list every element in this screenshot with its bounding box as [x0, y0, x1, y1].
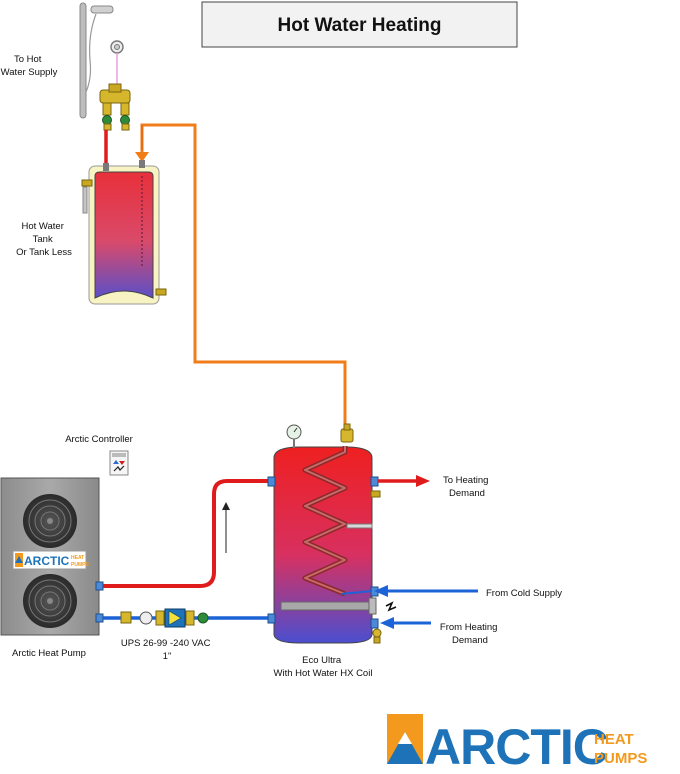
page-title: Hot Water Heating [278, 15, 442, 36]
to-hot-water-supply-label: To Hot Water Supply [1, 54, 58, 78]
transfer-pipe-arrow-icon [135, 152, 149, 162]
hot-water-tank [81, 160, 167, 305]
eco-ultra-label: Eco Ultra With Hot Water HX Coil [274, 655, 373, 679]
hx-transfer-pipe [140, 123, 347, 440]
heat-pump-badge-pumps: PUMPS [71, 562, 89, 568]
arctic-heat-pumps-logo [387, 714, 423, 764]
arctic-controller-label: Arctic Controller [65, 434, 133, 445]
circulation-pump-icon [120, 608, 209, 628]
hot-water-tank-label: Hot Water Tank Or Tank Less [16, 221, 72, 258]
from-cold-supply-label: From Cold Supply [486, 588, 562, 599]
flow-direction-arrow-icon [222, 502, 230, 553]
logo-main-text: ARCTIC [425, 719, 608, 774]
pump-label: UPS 26-99 -240 VAC 1" [121, 638, 213, 662]
logo-pumps-text: PUMPS [594, 750, 647, 767]
arctic-heat-pump [0, 477, 104, 636]
shower-icon [79, 2, 124, 119]
from-heating-demand-arrow [380, 617, 431, 629]
from-heating-demand-label: From Heating Demand [440, 622, 500, 646]
logo-heat-text: HEAT [594, 731, 634, 748]
mixing-valve-icon [99, 83, 131, 131]
heat-pump-badge-heat: HEAT [71, 555, 84, 561]
to-heating-demand-arrow [378, 475, 430, 487]
heat-pump-flow-pipe [103, 479, 272, 588]
to-heating-demand-label: To Heating Demand [443, 475, 491, 499]
heat-pump-badge-text: ARCTIC [24, 554, 70, 568]
title-box [201, 1, 518, 48]
arctic-controller-icon [109, 450, 129, 476]
from-cold-supply-arrow [340, 585, 478, 597]
arctic-heat-pump-label: Arctic Heat Pump [12, 648, 86, 659]
eco-ultra-tank [267, 423, 397, 644]
